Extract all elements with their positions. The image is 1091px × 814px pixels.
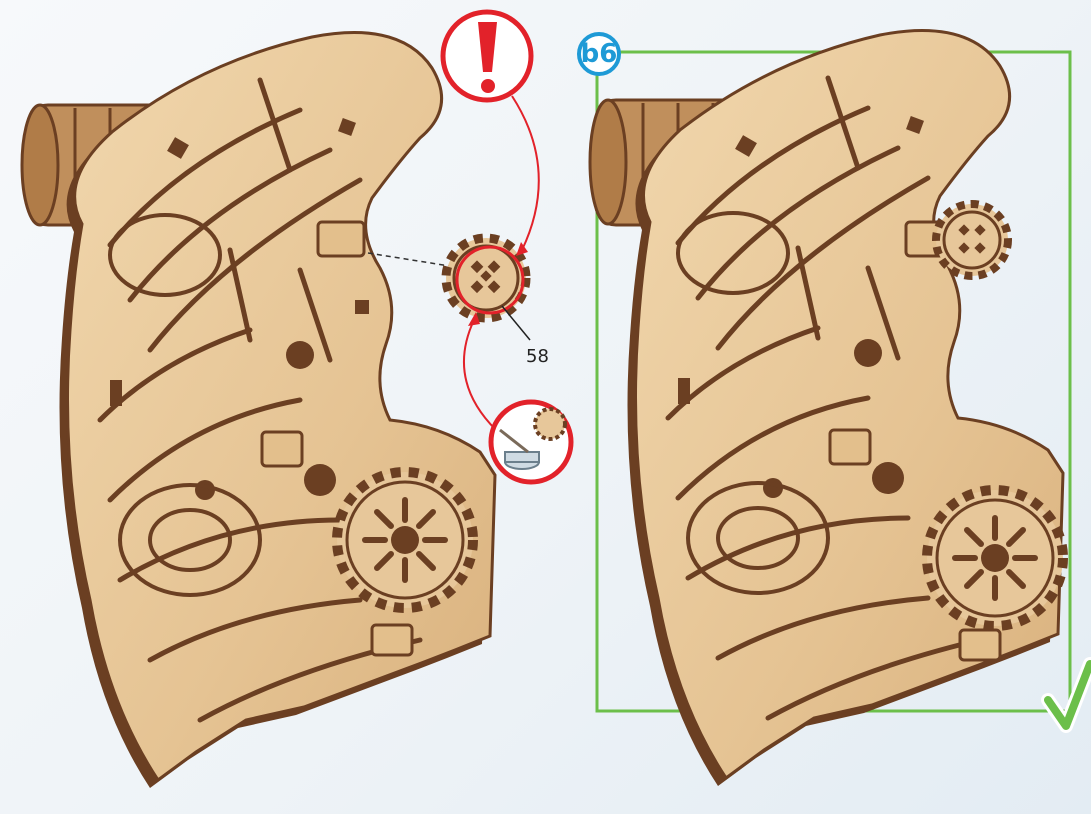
step-label: b6 [577, 32, 621, 76]
part-number: 58 [526, 346, 549, 367]
large-gear-left [337, 472, 473, 608]
glue-arrow [464, 320, 496, 430]
right-assembly [590, 31, 1063, 786]
warning-icon [443, 12, 531, 100]
left-assembly [22, 33, 495, 788]
part-leader-line [502, 306, 530, 340]
glue-icon [491, 402, 571, 482]
warning-arrow [512, 96, 539, 250]
small-gear-mounted [936, 204, 1008, 276]
large-gear-right [927, 490, 1063, 626]
